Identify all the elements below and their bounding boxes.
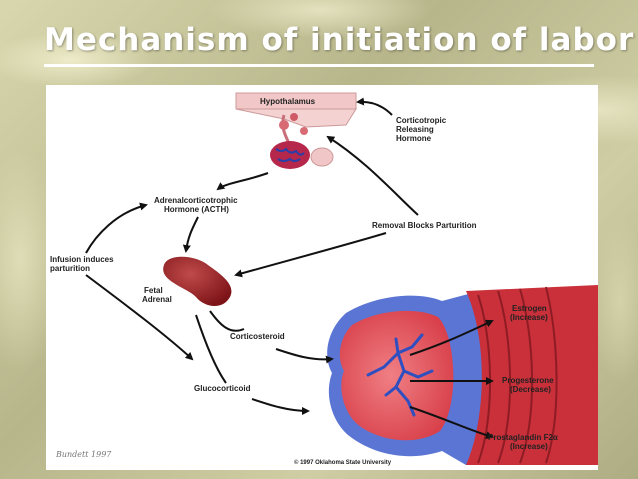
glucocorticoid-arrow [251, 398, 310, 415]
svg-text:Progesterone: Progesterone [502, 376, 554, 385]
hypothalamus-label: Hypothalamus [260, 97, 316, 106]
prostaglandin-label: Prostaglandin F2α (Increase) [488, 433, 558, 451]
copyright-text: © 1997 Oklahoma State University [294, 459, 392, 466]
svg-text:Infusion induces: Infusion induces [50, 255, 114, 264]
estrogen-arrow [409, 319, 494, 356]
svg-text:Adrenalcorticotrophic: Adrenalcorticotrophic [154, 196, 238, 205]
hypothalamus-illustration [235, 92, 357, 169]
svg-text:Estrogen: Estrogen [512, 304, 547, 313]
uterus-placenta-illustration [327, 285, 598, 465]
svg-text:parturition: parturition [50, 264, 90, 273]
diagram-panel: Hypothalamus Corticotropic Releasing Hor… [46, 85, 598, 470]
glucocorticoid-label: Glucocorticoid [194, 384, 251, 393]
svg-text:(Increase): (Increase) [510, 313, 548, 322]
svg-text:(Increase): (Increase) [510, 442, 548, 451]
crh-arrow [356, 97, 393, 116]
labor-mechanism-diagram: Hypothalamus Corticotropic Releasing Hor… [50, 92, 598, 466]
svg-text:Adrenal: Adrenal [142, 295, 172, 304]
crh-label: Corticotropic Releasing Hormone [396, 116, 447, 143]
progesterone-label: Progesterone (Decrease) [502, 376, 554, 394]
prostaglandin-arrow [409, 406, 494, 440]
infusion-to-acth-arrow [85, 202, 148, 254]
svg-text:Hormone: Hormone [396, 134, 432, 143]
removal-to-pituitary-arrow [326, 135, 419, 216]
svg-text:Hormone (ACTH): Hormone (ACTH) [164, 205, 229, 214]
slide-title: Mechanism of initiation of labor [44, 22, 635, 58]
artist-signature: Bundett 1997 [55, 450, 112, 459]
removal-to-adrenal-arrow [234, 232, 387, 278]
fetal-adrenal-label: Fetal Adrenal [142, 286, 172, 304]
acth-label: Adrenalcorticotrophic Hormone (ACTH) [154, 196, 238, 214]
adrenal-to-corticosteroid-line [209, 310, 245, 332]
corticosteroid-label: Corticosteroid [230, 332, 285, 341]
infusion-label: Infusion induces parturition [50, 255, 114, 273]
infusion-to-glucocorticoid-arrow [85, 274, 194, 361]
svg-text:(Decrease): (Decrease) [510, 385, 551, 394]
fetal-adrenal-illustration [163, 256, 232, 307]
title-underline [44, 64, 594, 67]
svg-text:Fetal: Fetal [144, 286, 163, 295]
pathway-arrows [85, 97, 494, 440]
svg-text:Releasing: Releasing [396, 125, 434, 134]
estrogen-label: Estrogen (Increase) [510, 304, 548, 322]
adrenal-to-glucocorticoid-line [195, 314, 227, 384]
svg-text:Prostaglandin F2α: Prostaglandin F2α [488, 433, 558, 442]
corticosteroid-arrow [275, 348, 334, 364]
pituitary-to-acth-arrow [216, 172, 269, 191]
removal-label: Removal Blocks Parturition [372, 221, 477, 230]
acth-to-adrenal-arrow [182, 216, 199, 253]
svg-text:Corticotropic: Corticotropic [396, 116, 447, 125]
